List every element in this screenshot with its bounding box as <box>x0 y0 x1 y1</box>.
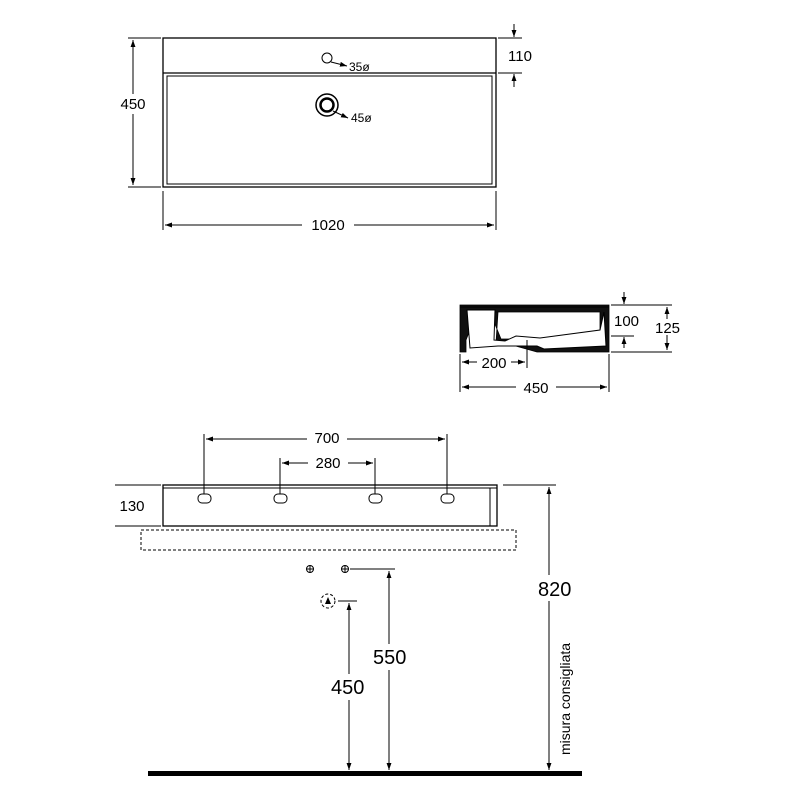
dashed-shelf <box>140 529 517 551</box>
drain-leader <box>332 110 349 119</box>
fixing-hole-icon <box>368 493 383 504</box>
install-height-label: 820 <box>538 579 571 601</box>
fixing-hole-icon <box>440 493 455 504</box>
label-bg <box>112 496 154 516</box>
drain-fitting-mark <box>325 597 331 604</box>
label-bg <box>302 215 354 235</box>
label-bg <box>372 644 412 670</box>
holes-outer-label: 700 <box>314 430 339 447</box>
label-bg <box>112 94 154 114</box>
fixing-hole-icon <box>197 493 212 504</box>
install-note: misura consigliata <box>557 643 573 755</box>
drain-outer-icon <box>315 93 339 117</box>
top-view: 35ø 45ø 450 110 1020 <box>112 24 532 235</box>
drain-inner-icon <box>319 97 335 113</box>
supply-height-label: 550 <box>373 647 406 669</box>
height-label: 125 <box>655 320 680 337</box>
top-width-label: 1020 <box>311 217 344 234</box>
side-depth-label: 450 <box>523 380 548 397</box>
label-bg <box>307 428 347 446</box>
top-depth-label: 450 <box>120 96 145 113</box>
label-bg <box>536 575 584 601</box>
basin-front <box>162 484 498 527</box>
thickness-label: 130 <box>119 498 144 515</box>
label-bg <box>652 319 686 335</box>
offset-label: 200 <box>481 355 506 372</box>
basin-inner-bowl <box>166 75 493 185</box>
basin-depth-label: 100 <box>614 313 639 330</box>
label-bg <box>556 612 574 757</box>
tap-hole-icon <box>321 52 333 64</box>
floor-line <box>148 771 582 776</box>
drain-fitting-icon <box>320 593 336 609</box>
tap-hole-label: 35ø <box>349 60 370 74</box>
drain-height-label: 450 <box>331 677 364 699</box>
basin-outline-top <box>162 37 497 188</box>
label-bg <box>308 453 348 471</box>
fixing-hole-icon <box>273 493 288 504</box>
tap-hole-leader <box>330 61 348 67</box>
label-bg <box>477 354 511 370</box>
label-bg <box>516 378 556 396</box>
basin-section-inner <box>466 309 607 350</box>
front-view: 700 280 130 820 misura consigliata <box>112 428 584 776</box>
rim-label: 110 <box>508 48 532 65</box>
drain-label: 45ø <box>351 111 372 125</box>
holes-inner-label: 280 <box>315 455 340 472</box>
label-bg <box>330 674 370 700</box>
side-view: 100 125 200 450 <box>459 292 686 397</box>
